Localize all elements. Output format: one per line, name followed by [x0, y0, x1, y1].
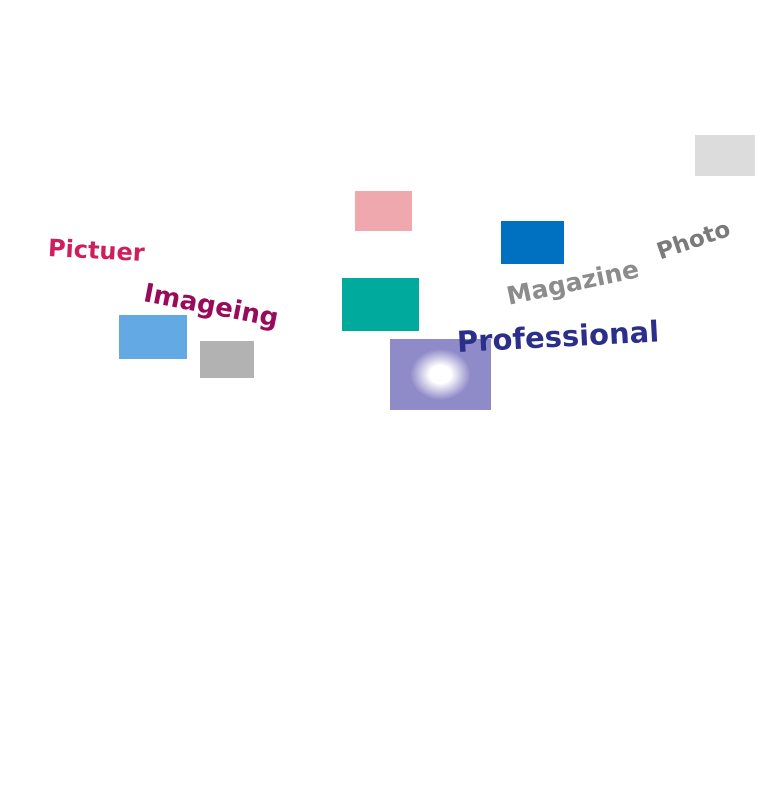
blue-rectangle — [501, 221, 564, 264]
pink-rectangle — [355, 191, 412, 231]
purple-glow-rectangle — [390, 339, 491, 410]
teal-rectangle — [342, 278, 419, 331]
word-professional: Professional — [456, 314, 660, 359]
gray-rectangle — [200, 341, 254, 378]
sky-blue-rectangle — [119, 315, 187, 359]
light-gray-rectangle — [695, 135, 755, 176]
word-pictuer: Pictuer — [47, 234, 146, 268]
word-magazine: Magazine — [503, 254, 642, 311]
word-photo: Photo — [653, 216, 734, 266]
